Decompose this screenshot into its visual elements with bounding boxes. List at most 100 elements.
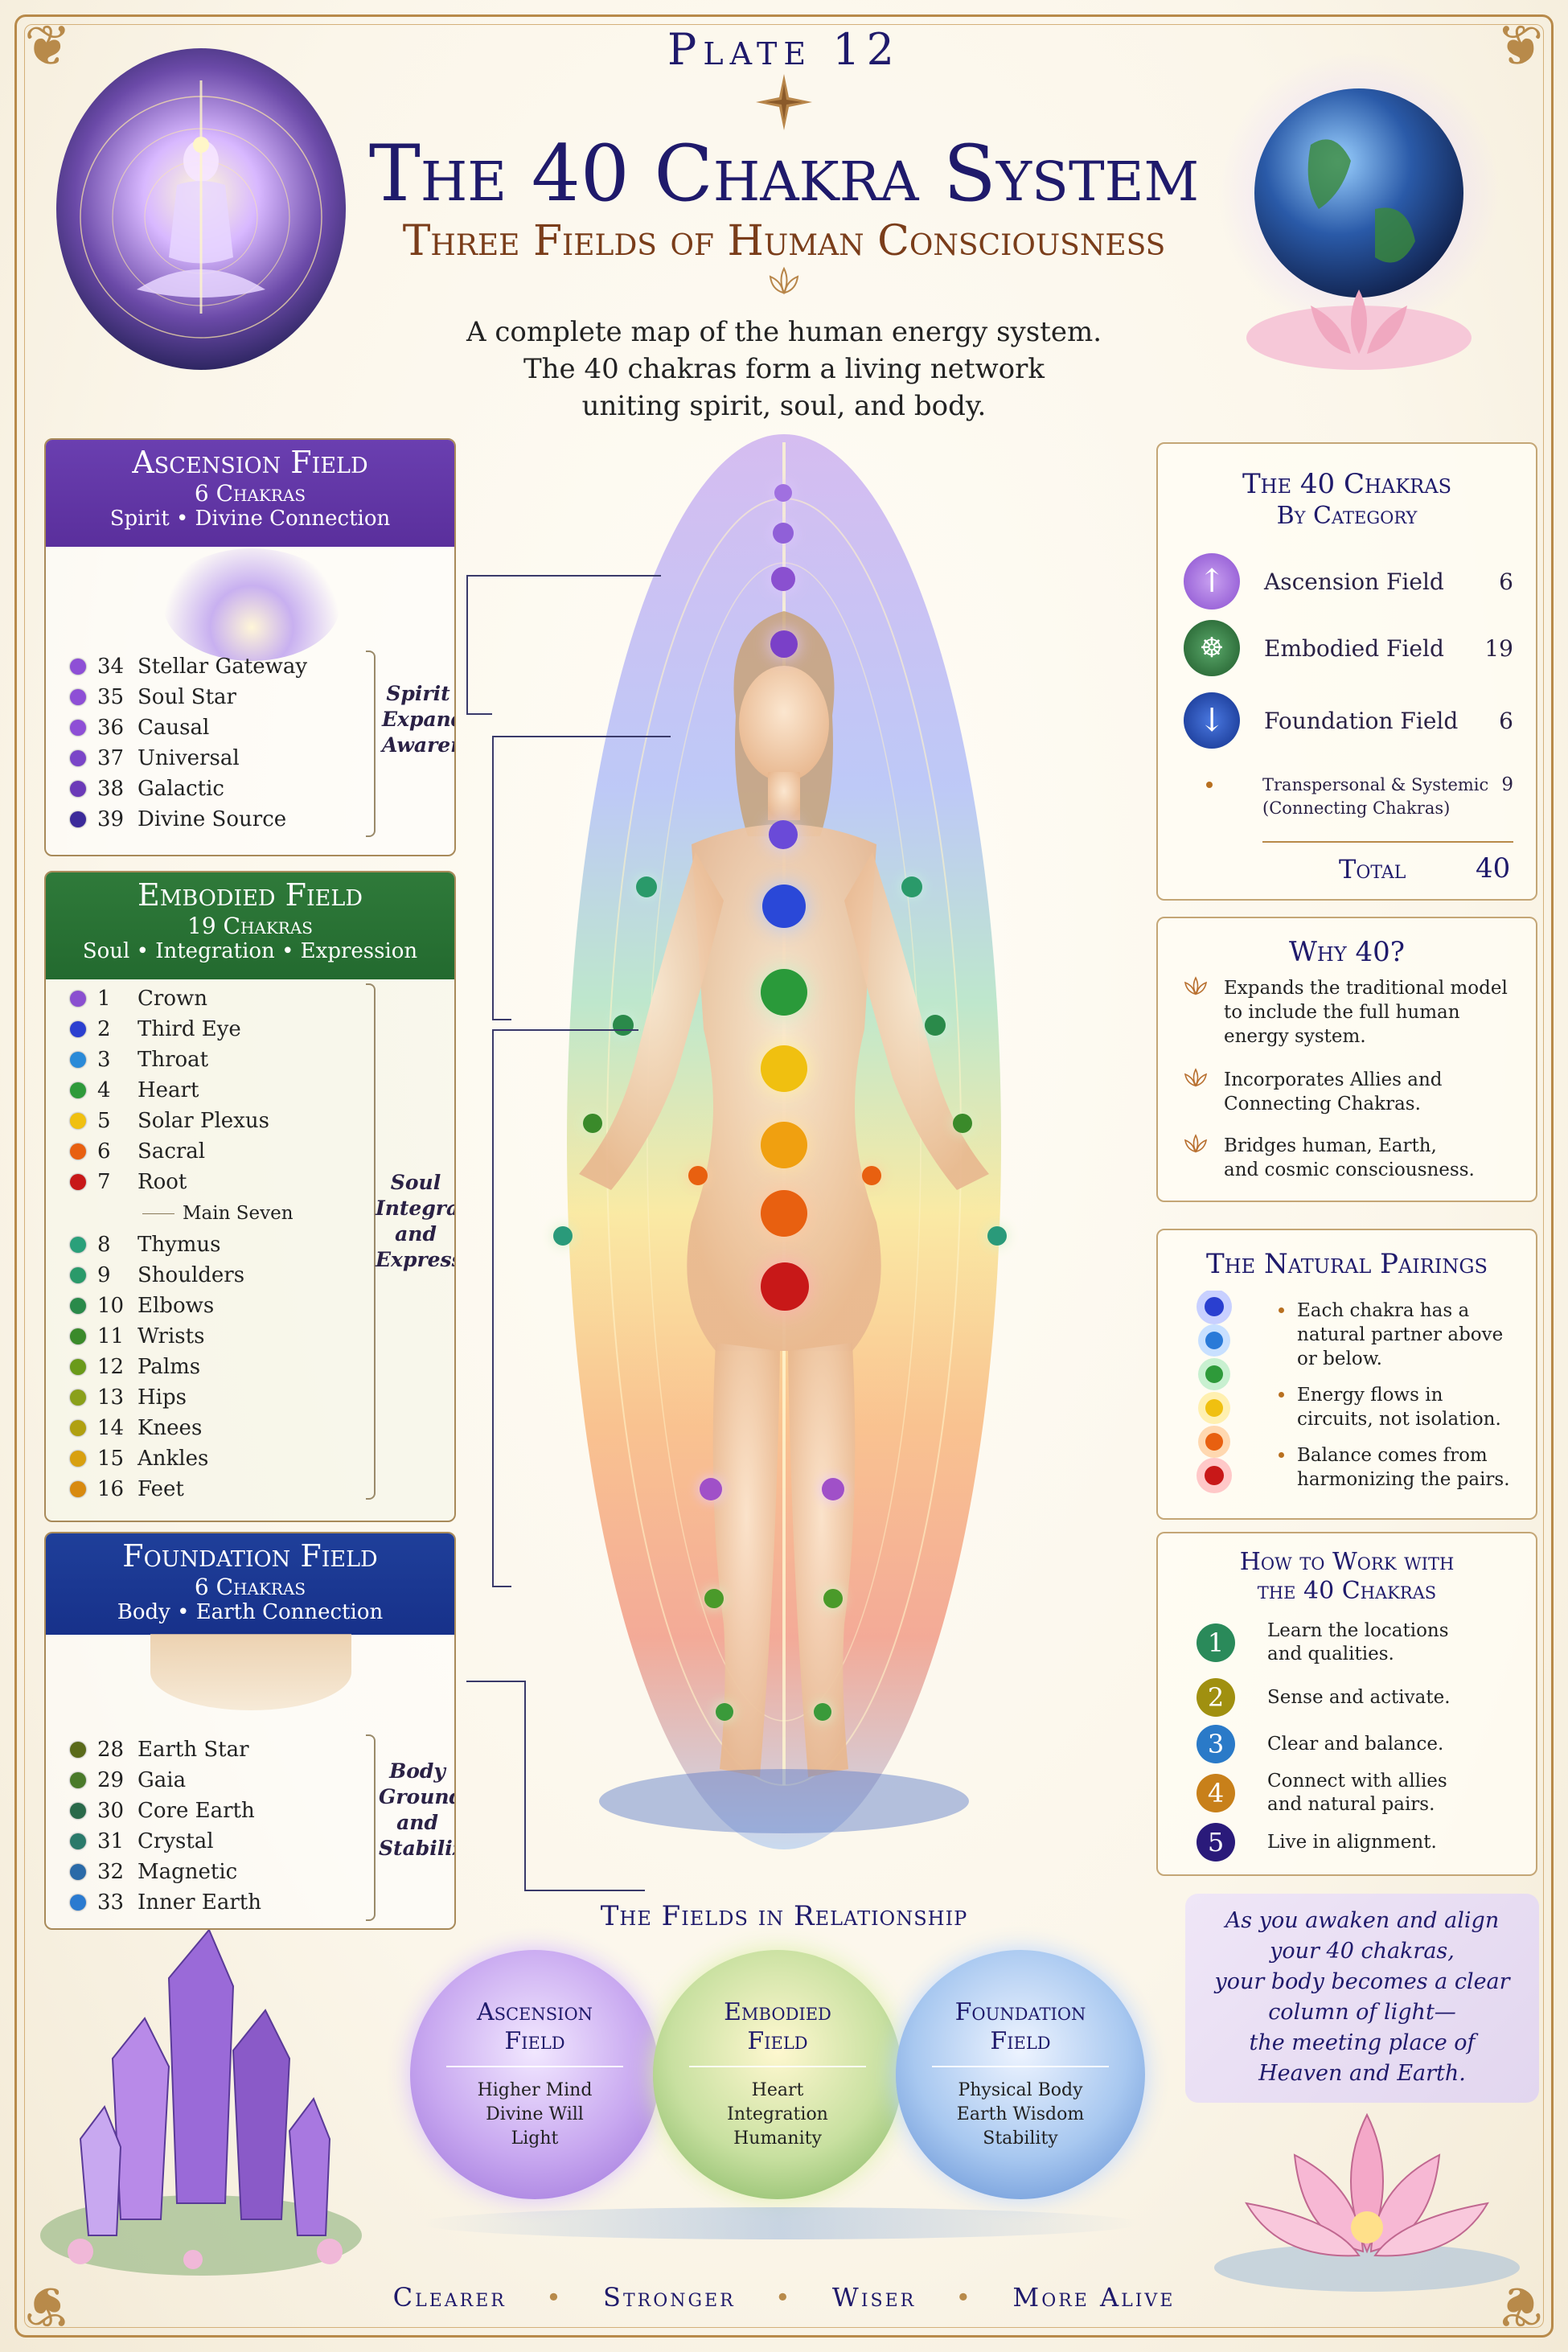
circle-line: Humanity: [733, 2128, 822, 2149]
category-value: 6: [1499, 707, 1513, 734]
chakra-number: 30: [97, 1799, 125, 1823]
chakra-label: Solar Plexus: [138, 1109, 269, 1133]
lotus-icon: [1184, 976, 1208, 995]
chakra-dot-icon: [70, 1833, 86, 1849]
decorative-inner-border: [24, 24, 1544, 2328]
fields-relationship-title: The Fields in Relationship: [600, 1900, 968, 1932]
category-row: ↑ Ascension Field 6: [1184, 552, 1513, 610]
bullet-dot-icon: [1279, 1392, 1284, 1398]
amethyst-crystal-illustration: [32, 1914, 370, 2284]
bracket: [366, 983, 376, 1500]
why-40-title: Why 40?: [1288, 936, 1406, 968]
chakra-label: Earth Star: [138, 1738, 249, 1762]
howto-title: the 40 Chakras: [1257, 1577, 1437, 1605]
intro-line: The 40 chakras form a living network: [523, 353, 1045, 385]
quote-line: As you awaken and align: [1225, 1908, 1500, 1933]
chakra-point: [613, 1015, 634, 1036]
chakra-dot-icon: [70, 720, 86, 736]
chakra-number: 28: [97, 1738, 125, 1762]
down-arrow-icon: ↓: [1184, 692, 1240, 749]
footer-separator: •: [546, 2282, 564, 2313]
chakra-dot-icon: [70, 1389, 86, 1406]
chakra-dot-icon: [70, 1174, 86, 1190]
bullet-dot-icon: [1279, 1452, 1284, 1458]
chakra-dot-icon: [70, 1021, 86, 1037]
chakra-point: [688, 1166, 708, 1185]
chakra-label: Gaia: [138, 1768, 187, 1792]
chakra-dot-icon: [70, 1328, 86, 1344]
meditation-icon: ☸: [1184, 620, 1240, 676]
chakra-point: [814, 1703, 831, 1721]
intro-line: uniting spirit, soul, and body.: [581, 390, 987, 422]
why-line: energy system.: [1224, 1026, 1366, 1047]
how-to-step: 2 Sense and activate.: [1197, 1678, 1451, 1717]
footer-separator: •: [774, 2282, 793, 2313]
note-line: Grounds: [379, 1785, 454, 1808]
how-to-panel: How to Work with the 40 Chakras 1 Learn …: [1156, 1532, 1537, 1876]
step-number-badge: 4: [1197, 1774, 1235, 1812]
step-line: Learn the locations: [1267, 1620, 1449, 1641]
panel-title: Ascension Field: [132, 445, 368, 480]
page-subtitle: Three Fields of Human Consciousness: [402, 217, 1166, 265]
chakra-number: 39: [97, 807, 125, 831]
chakra-point: [761, 1045, 807, 1092]
circle-line: Divine Will: [486, 2104, 584, 2124]
chakra-number: 6: [97, 1139, 111, 1164]
chakra-number: 5: [97, 1109, 111, 1133]
chakra-point: [862, 1166, 881, 1185]
main-seven-divider: Main Seven: [70, 1197, 293, 1229]
chakra-dot-icon: [70, 1237, 86, 1253]
chakra-dot-icon: [70, 1864, 86, 1880]
list-item: 28 Earth Star: [70, 1734, 261, 1765]
chakra-number: 35: [97, 685, 125, 709]
why-line: Bridges human, Earth,: [1224, 1135, 1437, 1156]
category-value: 19: [1484, 634, 1513, 662]
chakra-label: Universal: [138, 746, 240, 770]
chakra-point: [770, 630, 798, 658]
chakra-label: Divine Source: [138, 807, 287, 831]
chakra-point: [823, 1589, 843, 1608]
bracket: [366, 1734, 376, 1921]
note-line: Expands: [382, 708, 454, 731]
why-line: Expands the traditional model: [1224, 978, 1508, 999]
chakra-label: Feet: [138, 1477, 184, 1501]
note-line: Expresses: [376, 1248, 454, 1271]
note-line: Body: [389, 1759, 445, 1783]
footer-separator: •: [955, 2282, 974, 2313]
embodied-side-note: Soul Integrates and Expresses: [376, 1170, 454, 1273]
chakra-number: 11: [97, 1324, 125, 1348]
circle-line: Integration: [727, 2104, 828, 2124]
connector-line: [492, 736, 511, 1020]
chakra-point: [925, 1015, 946, 1036]
chakra-label: Core Earth: [138, 1799, 255, 1823]
lotus-flower-illustration: [1206, 2083, 1528, 2300]
why-line: Incorporates Allies and: [1224, 1069, 1443, 1090]
panel-title: Embodied Field: [138, 877, 363, 913]
chakra-label: Thymus: [138, 1233, 221, 1257]
category-row: ↓ Foundation Field 6: [1184, 692, 1513, 749]
note-line: and: [396, 1811, 438, 1834]
circle-line: Stability: [983, 2128, 1058, 2149]
quote-line: your 40 chakras,: [1270, 1939, 1455, 1964]
circle-title: Field: [747, 2027, 808, 2055]
chakra-dot-icon: [70, 659, 86, 675]
chakra-dot-icon: [70, 750, 86, 766]
closing-quote: As you awaken and align your 40 chakras,…: [1185, 1894, 1539, 2103]
chakra-dot-icon: [70, 1113, 86, 1129]
footer-word: More Alive: [1012, 2282, 1176, 2313]
panel-tagline: Soul • Integration • Expression: [82, 939, 418, 963]
chakra-point: [761, 1122, 807, 1168]
chakra-point: [769, 820, 798, 849]
